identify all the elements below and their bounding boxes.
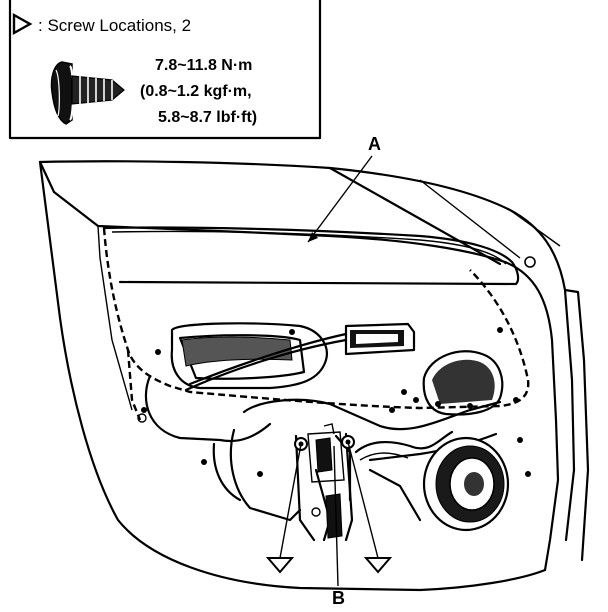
screw-marker-right <box>347 441 393 574</box>
glass-outline-left <box>126 349 142 421</box>
torque-line-3: 5.8~8.7 lbf·ft) <box>158 109 257 126</box>
legend-title: : Screw Locations, 2 <box>38 16 191 35</box>
legend-border <box>8 0 322 140</box>
legend-box: : Screw Locations, 2 7.8~11.8 N·m (0.8~1… <box>8 0 322 140</box>
callout-a-label: A <box>368 134 381 154</box>
torque-line-2: (0.8~1.2 kgf·m, <box>140 83 252 100</box>
door-inner-panel <box>137 256 536 522</box>
door-outline <box>38 160 590 592</box>
callout-a: A <box>307 134 381 243</box>
screw-marker-icon <box>12 12 33 36</box>
callout-b: B <box>332 445 345 608</box>
screw-icon <box>50 61 125 125</box>
speaker <box>422 436 510 532</box>
glass-outline <box>102 227 530 410</box>
window-regulator <box>294 423 355 542</box>
callout-b-label: B <box>332 588 345 608</box>
screw-marker-left <box>265 443 302 574</box>
wire-harness <box>354 430 454 454</box>
torque-line-1: 7.8~11.8 N·m <box>155 57 252 74</box>
wire-harness-2 <box>359 452 409 461</box>
